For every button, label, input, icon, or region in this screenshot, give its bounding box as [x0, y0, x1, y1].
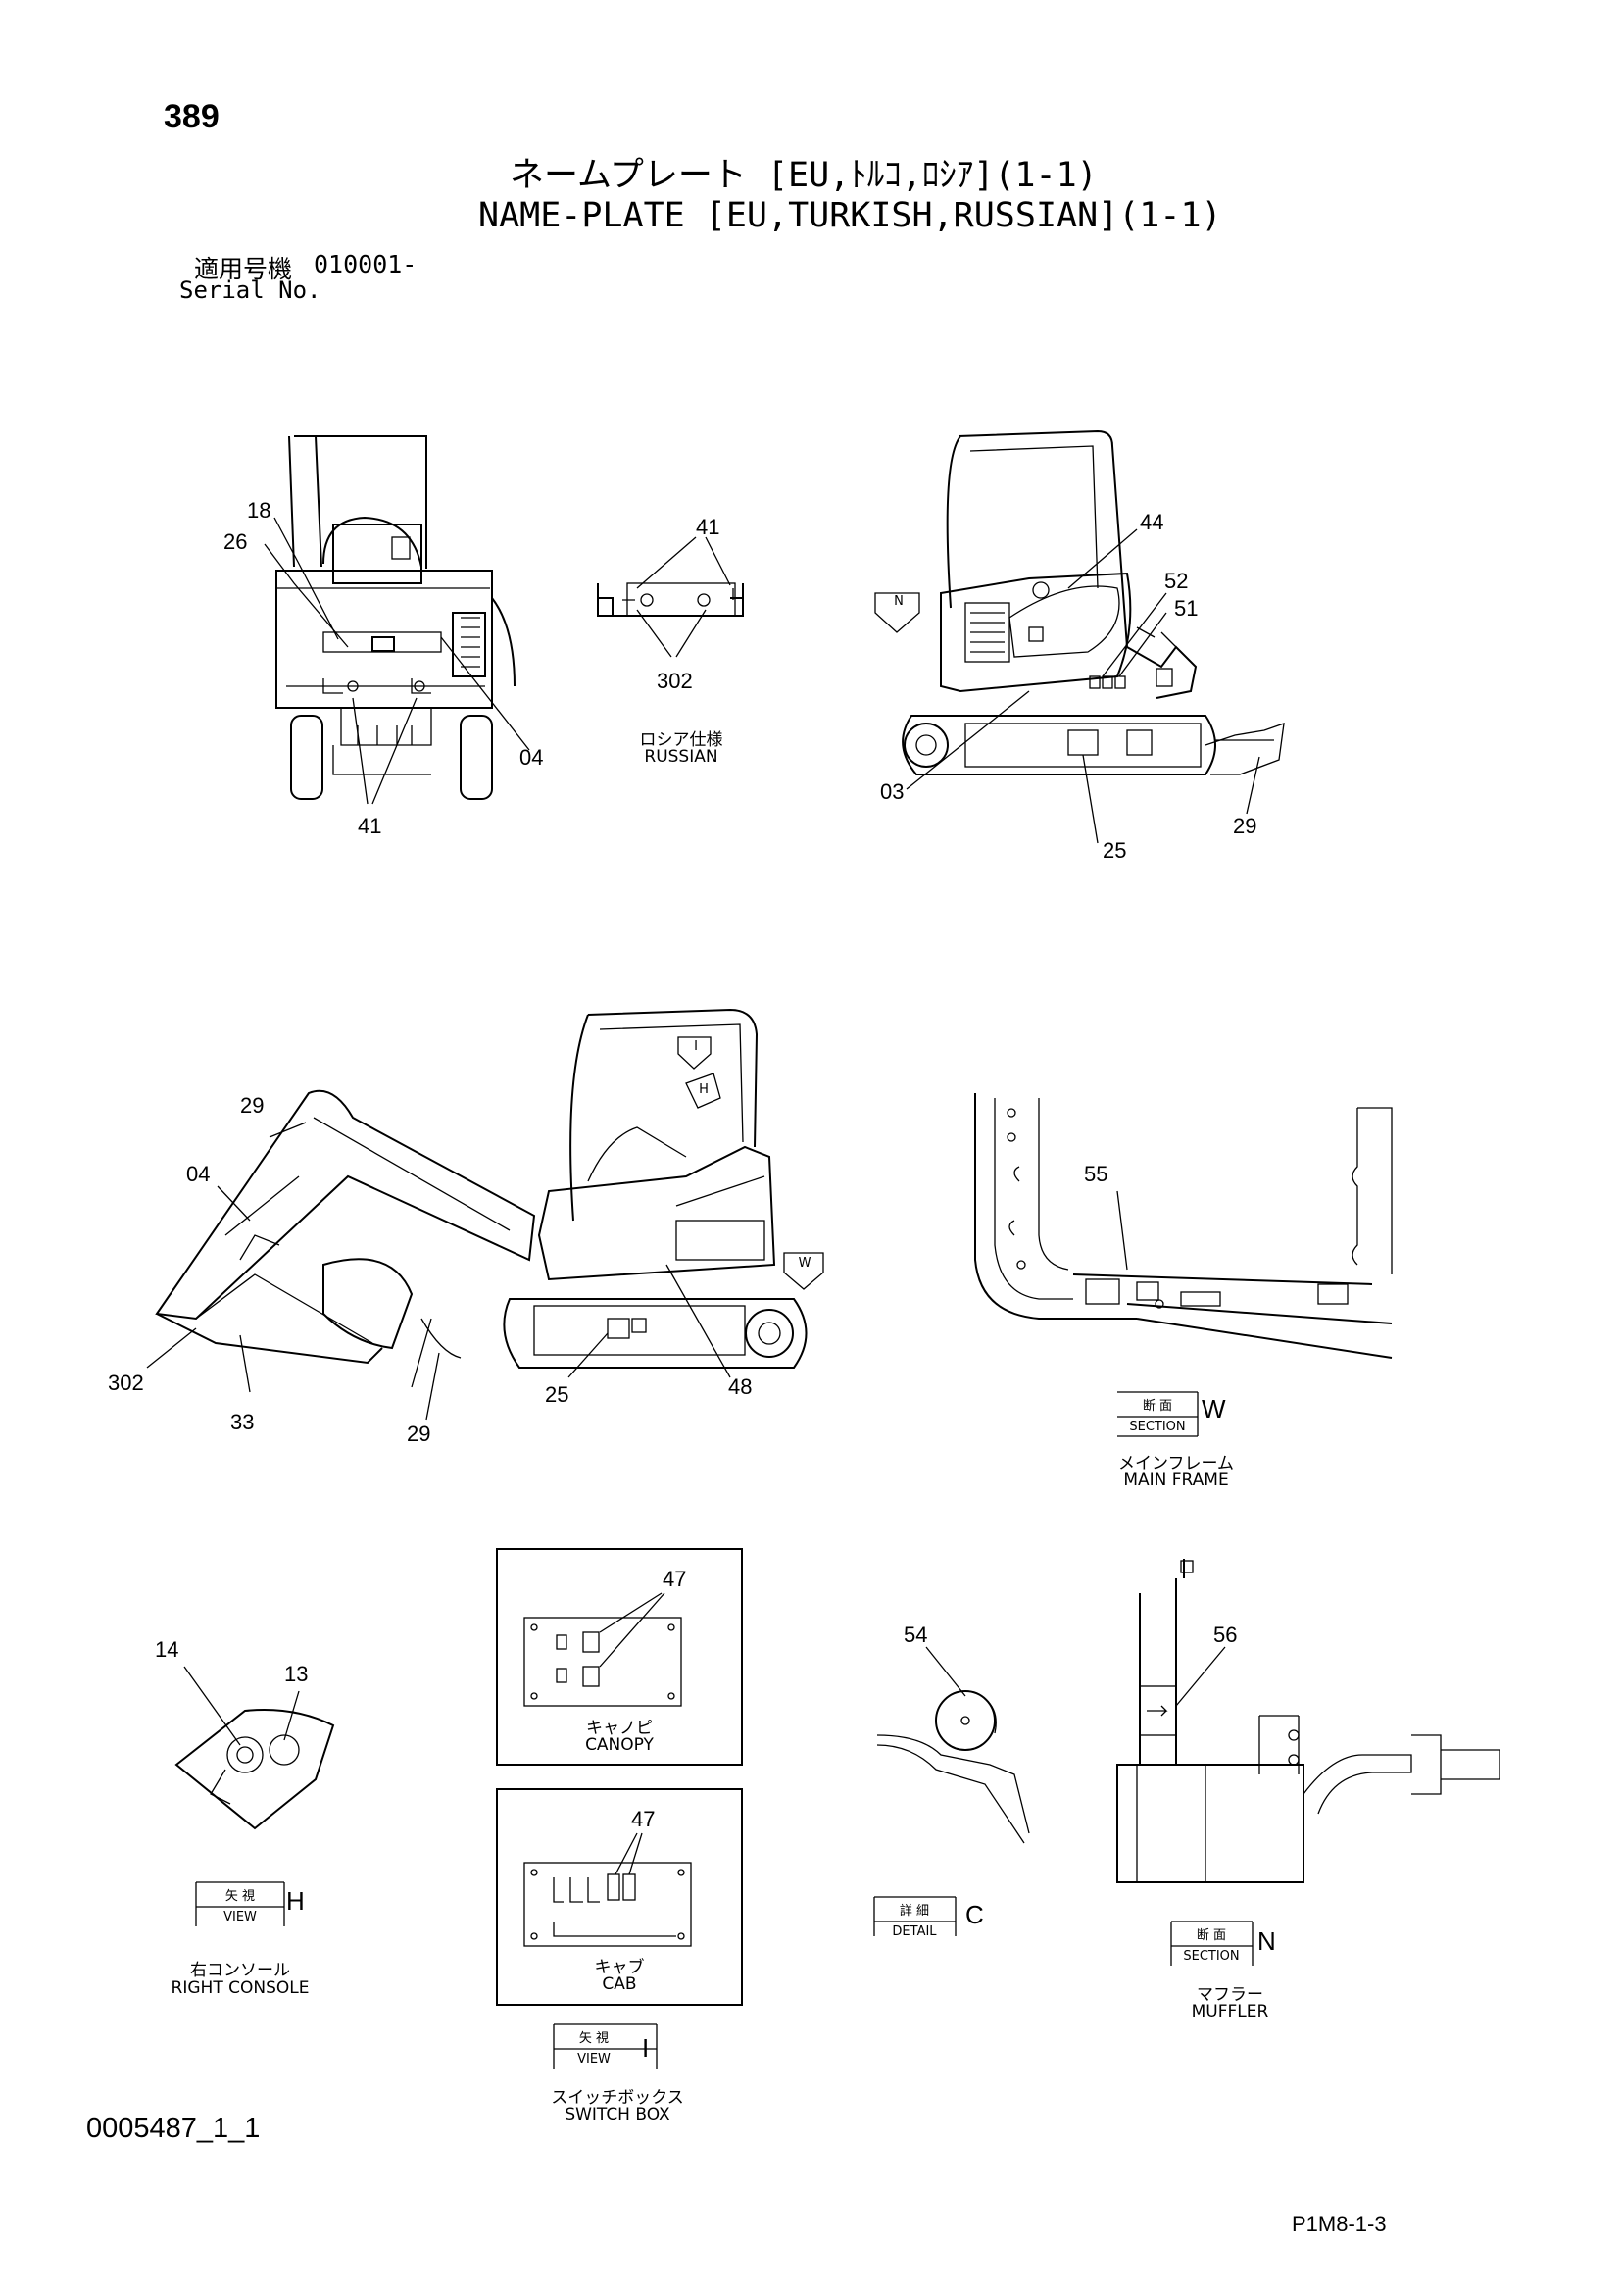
h-marker: H — [699, 1082, 709, 1097]
n-marker: N — [894, 594, 904, 609]
view-h-letter: H — [286, 1886, 305, 1916]
cab-caption-jp: キャブ — [594, 1958, 645, 1977]
switch-box-caption-jp: スイッチボックス — [551, 2088, 684, 2108]
callout-54: 54 — [904, 1622, 928, 1647]
page-code: P1M8-1-3 — [1292, 2212, 1387, 2236]
canopy-box-drawing — [496, 1548, 743, 1766]
section-w-bottom: SECTION — [1129, 1420, 1186, 1434]
callout-14: 14 — [155, 1637, 179, 1662]
callout-26: 26 — [223, 529, 248, 554]
callout-13: 13 — [284, 1662, 309, 1686]
detail-c-bottom: DETAIL — [892, 1924, 937, 1939]
right-console-caption-jp: 右コンソール — [190, 1961, 290, 1980]
callout-29-front: 29 — [1233, 814, 1257, 838]
detail-c-drawing — [876, 1646, 1030, 1844]
callout-29-bucket: 29 — [407, 1422, 431, 1446]
callout-33: 33 — [230, 1410, 255, 1434]
right-console-drawing — [174, 1666, 335, 1830]
view-i-top: 矢 視 — [578, 2031, 610, 2046]
right-console-caption-en: RIGHT CONSOLE — [171, 1978, 310, 1998]
callout-52: 52 — [1164, 569, 1189, 593]
callout-41: 41 — [358, 814, 382, 838]
muffler-caption-en: MUFFLER — [1191, 2002, 1269, 2021]
callout-47-cab: 47 — [631, 1807, 656, 1831]
callout-03: 03 — [880, 779, 905, 804]
view-h-bottom: VIEW — [223, 1910, 257, 1924]
w-marker: W — [798, 1256, 812, 1271]
cab-caption-en: CAB — [602, 1974, 637, 1994]
callout-29-boom: 29 — [240, 1093, 265, 1118]
callout-51: 51 — [1174, 596, 1199, 621]
callout-04: 04 — [519, 745, 544, 770]
callout-25-side: 25 — [545, 1382, 569, 1407]
callout-44: 44 — [1140, 510, 1164, 534]
callout-41-russian: 41 — [696, 515, 720, 539]
main-frame-drawing — [974, 1093, 1393, 1359]
detail-c-letter: C — [965, 1900, 984, 1929]
serial-label-en: Serial No. — [179, 276, 321, 304]
serial-label-jp: 適用号機 — [194, 255, 293, 283]
callout-48: 48 — [728, 1374, 753, 1399]
callout-18: 18 — [247, 498, 271, 523]
section-w-top: 断 面 — [1142, 1399, 1173, 1414]
canopy-caption-en: CANOPY — [585, 1735, 654, 1755]
page-number: 389 — [164, 98, 220, 135]
section-n-bottom: SECTION — [1183, 1949, 1240, 1964]
section-n-letter: N — [1257, 1926, 1276, 1956]
doc-id: 0005487_1_1 — [86, 2113, 261, 2144]
rear-view-drawing — [264, 435, 530, 805]
title-en: NAME-PLATE [EU,TURKISH,RUSSIAN](1-1) — [478, 196, 1222, 235]
callout-56: 56 — [1213, 1622, 1238, 1647]
callout-25-front: 25 — [1103, 838, 1127, 863]
side-view-drawing — [146, 1008, 824, 1421]
russian-plate-drawing — [597, 536, 744, 658]
label-boxes — [195, 1391, 1254, 2069]
detail-c-top: 詳 細 — [899, 1904, 930, 1919]
muffler-caption-jp: マフラー — [1197, 1985, 1263, 2005]
section-n-top: 断 面 — [1196, 1928, 1227, 1943]
russian-caption-en: RUSSIAN — [644, 747, 718, 767]
cab-box-drawing — [496, 1788, 743, 2006]
callout-302-side: 302 — [108, 1371, 144, 1395]
view-i-bottom: VIEW — [577, 2052, 611, 2067]
callout-04-side: 04 — [186, 1162, 211, 1186]
serial-value: 010001- — [314, 250, 418, 278]
front-view-drawing — [874, 429, 1285, 844]
callout-47-canopy: 47 — [663, 1567, 687, 1591]
main-frame-caption-jp: メインフレーム — [1118, 1454, 1234, 1473]
view-i-letter: I — [642, 2033, 650, 2063]
section-w-letter: W — [1202, 1394, 1226, 1423]
switch-box-caption-en: SWITCH BOX — [565, 2105, 670, 2124]
view-h-top: 矢 視 — [224, 1889, 256, 1904]
title-jp: ネームプレート [EU,ﾄﾙｺ,ﾛｼｱ](1-1) — [510, 156, 1098, 195]
muffler-drawing — [1116, 1559, 1500, 1883]
callout-55: 55 — [1084, 1162, 1108, 1186]
main-frame-caption-en: MAIN FRAME — [1123, 1471, 1229, 1490]
russian-caption-jp: ロシア仕様 — [639, 730, 723, 750]
i-marker: I — [694, 1039, 698, 1054]
callout-302-russian: 302 — [657, 669, 693, 693]
canopy-caption-jp: キャノピ — [586, 1719, 653, 1738]
